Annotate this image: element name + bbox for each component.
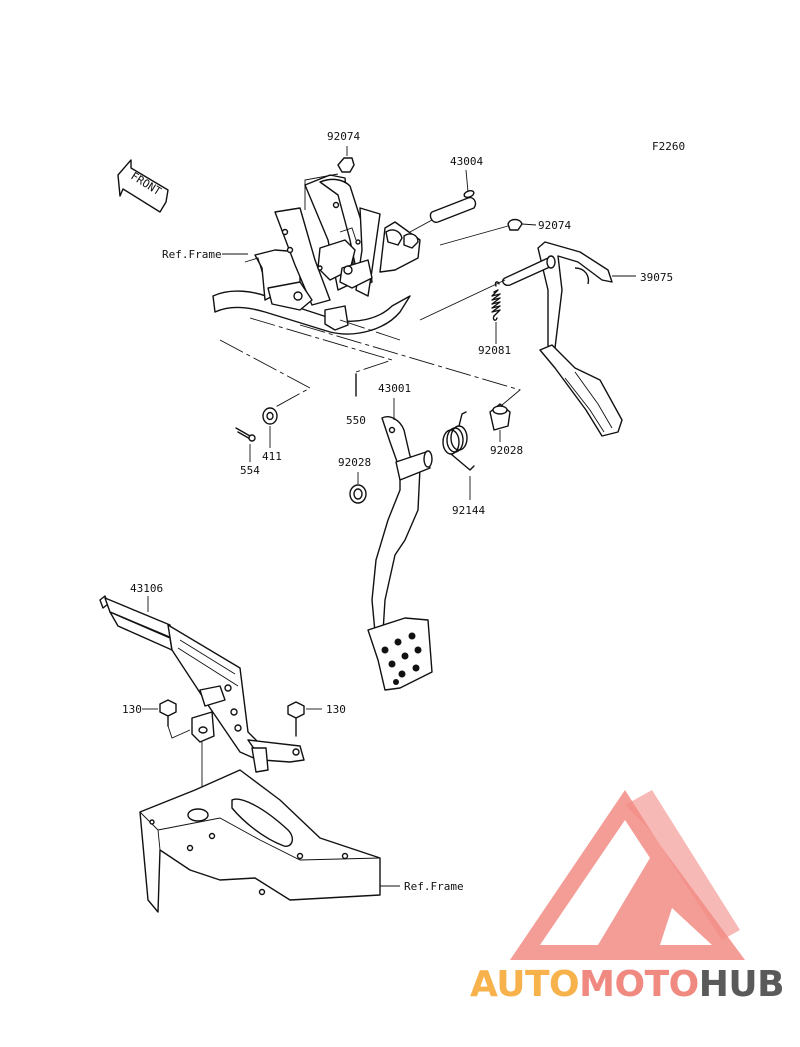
spring-92081 (491, 281, 501, 321)
figure-code: F2260 (652, 140, 685, 153)
part-label-92074-top: 92074 (327, 130, 360, 143)
part-label-92028-left: 92028 (338, 456, 371, 469)
part-label-554: 554 (240, 464, 260, 477)
part-label-550: 550 (346, 414, 366, 427)
alignment-lines (219, 317, 521, 416)
bolt-130-right (287, 701, 305, 737)
part-label-92074-right: 92074 (538, 219, 571, 232)
pedal-bracket (212, 174, 421, 335)
parking-brake-lever-43106 (99, 595, 305, 773)
leader-130-left-b (167, 725, 191, 739)
part-label-39075: 39075 (640, 271, 673, 284)
leader-43004-b (409, 219, 433, 233)
watermark-logo-icon (510, 790, 745, 960)
part-label-130-right: 130 (326, 703, 346, 716)
ref-frame-label-lower: Ref.Frame (404, 880, 464, 893)
watermark-auto: AUTO (470, 964, 579, 1005)
leader-39075-b (419, 279, 506, 321)
leader-92074-top-b (304, 173, 339, 210)
part-label-92144: 92144 (452, 504, 485, 517)
leader-92074-right (521, 223, 537, 226)
ref-frame-label-upper: Ref.Frame (162, 248, 222, 261)
watermark-moto: MOTO (579, 964, 699, 1005)
brake-pedal-43001 (367, 416, 433, 691)
nut-92074-right (507, 218, 523, 231)
bushing-92028-left (349, 484, 367, 504)
lower-frame (139, 769, 381, 913)
leader-92074-right-b (439, 225, 509, 246)
part-label-43004: 43004 (450, 155, 483, 168)
nut-92074-top (337, 157, 355, 173)
front-arrow-icon: FRONT (117, 159, 169, 213)
bolt-130-left (159, 699, 177, 727)
lever-mount-bracket (191, 711, 215, 743)
leader-43004 (465, 169, 469, 193)
torsion-spring-92144 (442, 411, 475, 471)
part-label-43001: 43001 (378, 382, 411, 395)
pin-43004 (429, 190, 477, 223)
watermark-text: AUTOMOTOHUB (470, 964, 784, 1005)
washer-411 (262, 407, 278, 425)
part-label-92081: 92081 (478, 344, 511, 357)
bushing-92028-right (489, 403, 511, 431)
accelerator-pedal-39075 (502, 241, 623, 437)
cotter-554 (235, 427, 256, 442)
part-label-130-left: 130 (122, 703, 142, 716)
watermark-hub: HUB (699, 964, 784, 1005)
part-label-92028-right: 92028 (490, 444, 523, 457)
part-label-43106: 43106 (130, 582, 163, 595)
part-label-411: 411 (262, 450, 282, 463)
